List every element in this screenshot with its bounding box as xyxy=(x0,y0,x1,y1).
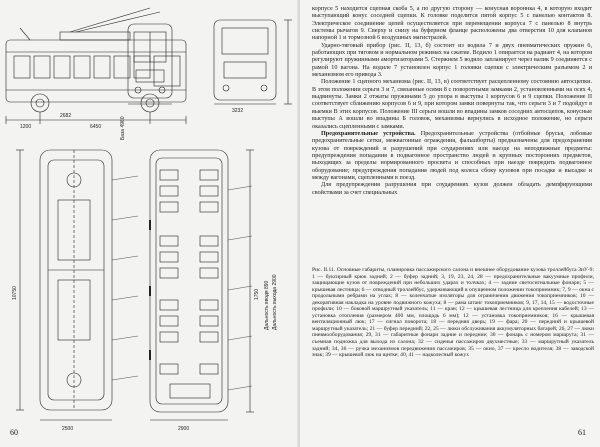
page-number: 60 xyxy=(10,428,18,437)
dim-label: 1200 xyxy=(20,124,31,130)
paragraph: Для предупреждения разрушения при соудар… xyxy=(312,182,592,196)
dim-label: 10750 xyxy=(12,286,18,300)
dim-label: Дальность выхода 2900 xyxy=(272,274,278,330)
dim-label: 1750 xyxy=(254,289,260,300)
rear-view-drawing xyxy=(213,19,292,105)
plan-view-exterior xyxy=(39,149,113,411)
figure-caption: Рис. II.11. Основные габариты, планировк… xyxy=(312,267,594,359)
dim-label: Дальность вводя 890 xyxy=(264,280,270,330)
page-number: 61 xyxy=(578,428,586,437)
left-page: 2682 6450 3232 1200 2500 2900 10750 1750… xyxy=(5,7,292,437)
plan-view-interior xyxy=(149,149,229,413)
paragraph: Предохранительные устройства. Предохрани… xyxy=(312,131,592,182)
side-view-drawing xyxy=(5,7,187,124)
paragraph: Ударно-тяговый прибор (рис. II, 13, б) с… xyxy=(312,42,592,79)
dim-label: 2500 xyxy=(62,426,73,432)
paragraph-text: Предохранительные устройства (отбойные б… xyxy=(312,130,592,181)
right-page xyxy=(300,0,600,447)
paragraph: корпусе 5 находится сцепная скоба 5, а п… xyxy=(312,6,592,42)
section-heading: Предохранительные устройства. xyxy=(321,130,416,137)
paragraph: Положение 1 сцепного механизма (рис. II,… xyxy=(312,79,592,130)
dim-label: 2682 xyxy=(60,113,71,119)
front-view-drawing xyxy=(127,23,173,105)
callout-leaders xyxy=(111,175,253,391)
dim-label: 2900 xyxy=(178,426,189,432)
dim-label: 3232 xyxy=(232,108,243,114)
trolleybus-technical-drawing: 2682 6450 3232 1200 2500 2900 10750 1750… xyxy=(5,7,292,432)
caption-text: Рис. II.11. Основные габариты, планировк… xyxy=(312,267,594,359)
dim-label: База 4960 xyxy=(120,116,126,140)
body-text: корпусе 5 находится сцепная скоба 5, а п… xyxy=(312,6,592,197)
dim-label: 6450 xyxy=(90,124,101,130)
